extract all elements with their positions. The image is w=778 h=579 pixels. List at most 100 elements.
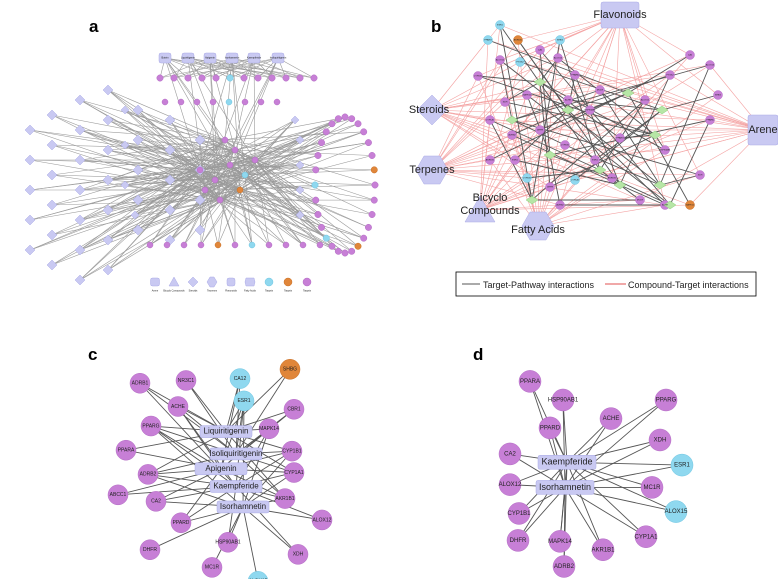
compound-label-kaempferide: Kaempferide	[213, 482, 259, 491]
legend-compound-target: Compound-Target interactions	[628, 280, 749, 290]
target-label-cyp1b1: CYP1B1	[282, 448, 301, 454]
edge	[526, 169, 601, 179]
edge	[199, 164, 301, 171]
edge	[537, 99, 569, 227]
compound-diamond	[74, 94, 86, 106]
compound-diamond	[130, 210, 140, 220]
compound-label-liquiritigenin: Liquiritigenin	[204, 427, 249, 436]
compound-diamond	[295, 210, 305, 220]
compound-diamond	[102, 234, 114, 246]
pathway-node	[655, 105, 669, 115]
target-label-xdh: XDH	[654, 438, 667, 444]
edge	[539, 92, 629, 131]
target-label: SHBG	[557, 40, 563, 42]
edge	[200, 189, 241, 246]
target-node	[553, 53, 563, 63]
target-node	[312, 196, 320, 204]
target-node	[713, 90, 723, 100]
edge	[479, 159, 596, 211]
target-node	[310, 74, 318, 82]
edge	[431, 109, 641, 201]
edge	[619, 134, 656, 139]
target-label: CYP1B1	[474, 76, 483, 78]
target-node	[334, 247, 342, 255]
edge	[244, 123, 359, 176]
legend-flavonoid-swatch	[226, 277, 236, 287]
target-node	[585, 105, 595, 115]
flavonoid-node	[181, 52, 195, 64]
target-node	[341, 249, 349, 257]
legend-target-pathway: Target-Pathway interactions	[483, 280, 595, 290]
compound-diamond	[46, 229, 58, 241]
compound-target-edge	[242, 506, 299, 555]
edge	[214, 179, 287, 246]
target-esr1	[670, 453, 694, 477]
target-node	[348, 247, 356, 255]
edge	[659, 64, 711, 186]
target-label-hsp90ab1: HSP90AB1	[548, 398, 579, 404]
target-label-ache: ACHE	[603, 416, 620, 422]
legend-fatty-swatch	[244, 277, 256, 287]
edge	[200, 139, 226, 246]
edge	[537, 54, 691, 227]
target-node	[196, 166, 204, 174]
target-pparg	[140, 415, 162, 437]
target-ppara	[115, 439, 137, 461]
target-node	[510, 155, 520, 165]
target-node	[211, 176, 219, 184]
compound-target-edge	[566, 461, 677, 513]
target-label-pparg: PPARG	[656, 398, 677, 404]
edge	[431, 61, 521, 111]
edge	[511, 134, 621, 186]
edge	[134, 199, 221, 216]
label-bicyclo-1: Bicyclo	[473, 192, 508, 204]
edge	[229, 164, 301, 191]
target-label-alox15: ALOX15	[665, 509, 688, 515]
edge	[499, 59, 513, 121]
edge	[124, 144, 231, 166]
edge	[479, 74, 671, 211]
edge	[234, 149, 352, 252]
edge	[659, 174, 701, 186]
edge	[431, 49, 541, 171]
flavonoid-node	[203, 52, 217, 64]
compound-target-edge	[564, 399, 667, 488]
compound-diamond	[102, 144, 114, 156]
edge	[499, 59, 661, 186]
target-node	[156, 74, 164, 82]
edge	[199, 139, 301, 171]
target-mc1r	[640, 476, 664, 499]
edge	[254, 159, 301, 216]
target-label-akr1b1: AKR1B1	[275, 496, 294, 502]
compound-diamond	[46, 169, 58, 181]
compound-target-edge	[235, 453, 286, 499]
label-terpenes: Terpenes	[409, 164, 455, 176]
edge	[537, 149, 666, 227]
category-flavonoids	[600, 1, 640, 29]
edge	[254, 159, 301, 191]
pathway-node	[621, 88, 635, 98]
edge	[619, 14, 666, 206]
compound-diamond	[102, 114, 114, 126]
target-alox12	[311, 509, 333, 531]
target-node	[485, 115, 495, 125]
target-label-shbg: SHBG	[283, 367, 297, 373]
target-cyp1a1	[283, 462, 305, 483]
edge	[619, 14, 719, 96]
target-node	[177, 98, 185, 106]
target-shbg	[279, 359, 301, 380]
target-node	[615, 133, 625, 143]
target-node	[368, 211, 376, 218]
target-label-ca2: CA2	[504, 452, 516, 458]
target-node	[485, 155, 495, 165]
compound-diamond	[74, 154, 86, 166]
edge	[219, 164, 301, 201]
target-cbr1	[283, 399, 305, 420]
target-node	[370, 196, 378, 204]
edge	[239, 131, 327, 191]
edge	[244, 174, 369, 228]
panel-b-network: FlavonoidsSteroidsTerpenesBicycloCompoun…	[409, 1, 778, 297]
compound-target-edge	[242, 506, 258, 579]
target-node	[595, 85, 605, 95]
edge	[183, 199, 221, 246]
